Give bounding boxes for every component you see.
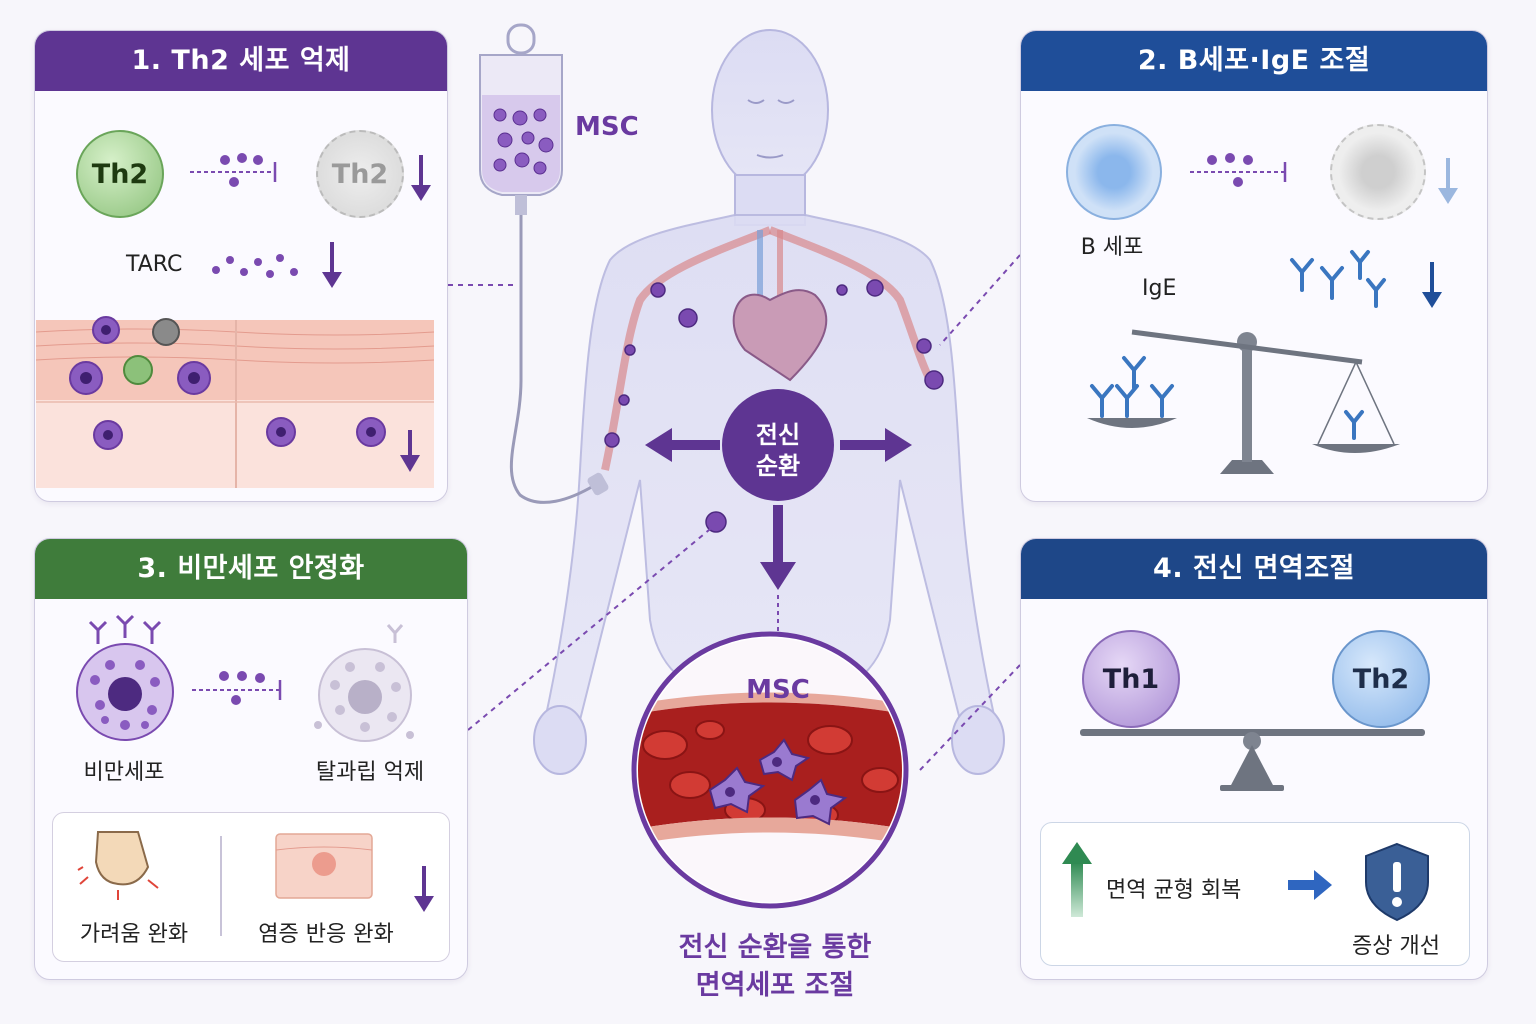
th-balance-scale [1080,729,1425,791]
panel3-title: 3. 비만세포 안정화 [35,539,467,599]
ige-label: IgE [1142,276,1177,301]
th2-suppressed-label: Th2 [331,158,389,190]
inhibition-icon [190,153,277,187]
th1-label: Th1 [1102,663,1160,695]
mast-cell-icon [76,614,174,741]
itch-hand-icon [77,831,159,900]
inhibition-icon [1190,153,1287,187]
tarc-dots [212,254,298,278]
th1-cell: Th1 [1082,630,1180,728]
right-arrow-icon [1288,870,1332,900]
down-arrow-icon [1422,262,1442,308]
ige-antibodies-icon [1290,250,1386,308]
center-caption-line1: 전신 순환을 통한 [678,932,872,963]
panel2-title: 2. B세포·IgE 조절 [1021,31,1487,91]
degranulation-label: 탈과립 억제 [315,760,425,785]
symptom-improvement-label: 증상 개선 [1352,934,1440,959]
down-arrow-icon [414,866,434,912]
skin-tissue-illustration [35,316,435,488]
up-arrow-icon [1062,842,1092,917]
stabilized-mast-cell-icon [314,624,414,742]
th2-active-cell: Th2 [76,130,164,218]
inhibition-icon [192,671,282,705]
down-arrow-icon [411,155,431,201]
msc-bag-label: MSC [575,112,639,142]
th2-cell: Th2 [1332,630,1430,728]
down-arrow-icon [322,242,342,288]
circulation-label-line2: 순환 [755,452,801,480]
down-arrow-icon [1438,158,1458,204]
immune-balance-label: 면역 균형 회복 [1106,878,1242,903]
th2-active-label: Th2 [91,158,149,190]
inflammation-relief-label: 염증 반응 완화 [258,922,394,947]
mast-cell-label: 비만세포 [83,760,165,785]
inflamed-skin-icon [275,833,373,899]
shield-icon [1365,842,1429,922]
b-cell-active [1066,124,1162,220]
th2-suppressed-cell: Th2 [316,130,404,218]
panel1-title: 1. Th2 세포 억제 [35,31,447,91]
symptom-divider [220,836,222,936]
b-cell-label: B 세포 [1080,235,1144,260]
th2-label: Th2 [1352,663,1410,695]
vessel-msc-label: MSC [746,675,810,705]
panel-bcell-ige-regulation: 2. B세포·IgE 조절 [1020,30,1488,502]
b-cell-suppressed [1330,124,1426,220]
panel4-title: 4. 전신 면역조절 [1021,539,1487,599]
ige-balance-scale [1087,329,1400,474]
center-caption-line2: 면역세포 조절 [695,970,855,1001]
circulation-label-line1: 전신 [755,421,801,449]
itch-relief-label: 가려움 완화 [79,922,189,947]
tarc-label: TARC [126,252,183,277]
